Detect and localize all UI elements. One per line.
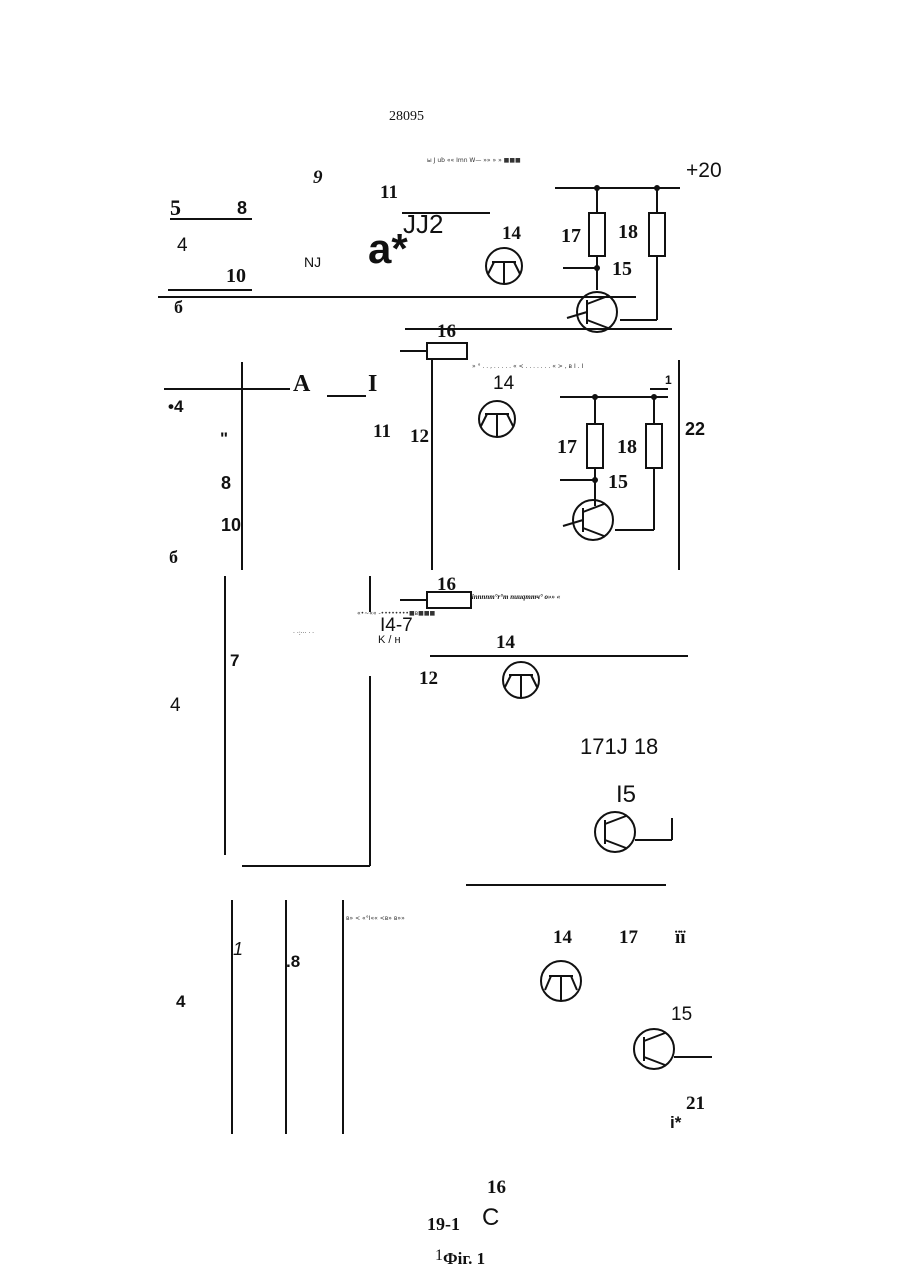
- label-i-star: i*: [670, 1114, 681, 1131]
- label-i4-7: I4-7: [380, 616, 413, 635]
- label-i5: I5: [616, 783, 636, 807]
- label-4: •4: [168, 398, 183, 415]
- label-14: 14: [493, 374, 514, 393]
- scan-noise: ы J ub «« Imn W— »» » » ■■■: [427, 158, 521, 164]
- label-17: 17: [557, 437, 577, 457]
- label-4: 4: [170, 696, 181, 715]
- label-11: 11: [380, 183, 398, 202]
- label-4: 4: [177, 236, 188, 255]
- label-7: 7: [230, 652, 239, 669]
- scan-noise: в» < «°I«« <в» в»»: [346, 916, 405, 922]
- label-quote: ": [220, 430, 228, 447]
- label-15: 15: [671, 1005, 692, 1024]
- label-19-1: 19-1: [427, 1215, 460, 1233]
- label-18: 18: [618, 222, 638, 242]
- label-14: 14: [553, 928, 572, 947]
- label-21: 21: [686, 1094, 705, 1113]
- label-c: C: [482, 1206, 499, 1230]
- label-11: 11: [373, 422, 391, 441]
- label-k-n: K / н: [378, 635, 401, 646]
- scan-noise: .innnnm°r°m nuuqmmч° o»» «: [470, 594, 560, 601]
- label-a-star: a*: [368, 228, 408, 270]
- label-nj: NJ: [304, 255, 321, 269]
- label-12: 12: [410, 427, 429, 446]
- scan-noise: » ° . . , . . . . . « < . . . . . . . « …: [472, 364, 583, 370]
- label-i: I: [368, 372, 377, 396]
- scan-noise: · ·:··· · ·: [293, 631, 314, 637]
- label-16: 16: [437, 322, 456, 341]
- label-17: 17: [619, 928, 638, 947]
- label-10: 10: [226, 266, 246, 286]
- label-171j-18: 171J 18: [580, 736, 658, 758]
- label-16: 16: [487, 1178, 506, 1197]
- label-10: 10: [221, 516, 241, 534]
- label-5: 5: [170, 197, 181, 219]
- label-9: 9: [313, 168, 323, 187]
- label-6: б: [174, 298, 183, 316]
- label-4: 4: [176, 993, 185, 1010]
- label-14: 14: [496, 633, 515, 652]
- label-6: б: [169, 548, 178, 566]
- label-22: 22: [685, 420, 705, 438]
- label-1: 1: [665, 374, 672, 386]
- label-8: 8: [221, 474, 231, 492]
- label-8: 8: [237, 199, 247, 217]
- label-17: 17: [561, 226, 581, 246]
- label-14: 14: [502, 224, 521, 243]
- label-8: .8: [286, 953, 300, 970]
- figure-caption: Фіг. 1: [443, 1250, 485, 1267]
- label-1: 1: [233, 940, 243, 958]
- label-plus-20: +20: [686, 160, 722, 181]
- label-1: 1: [435, 1248, 443, 1264]
- label-ii: ïï: [675, 928, 686, 947]
- label-15: 15: [608, 472, 628, 492]
- label-16: 16: [437, 575, 456, 594]
- label-a: A: [293, 372, 310, 396]
- label-18: 18: [617, 437, 637, 457]
- label-15: 15: [612, 259, 632, 279]
- label-12: 12: [419, 669, 438, 688]
- label-jj2: JJ2: [403, 211, 443, 237]
